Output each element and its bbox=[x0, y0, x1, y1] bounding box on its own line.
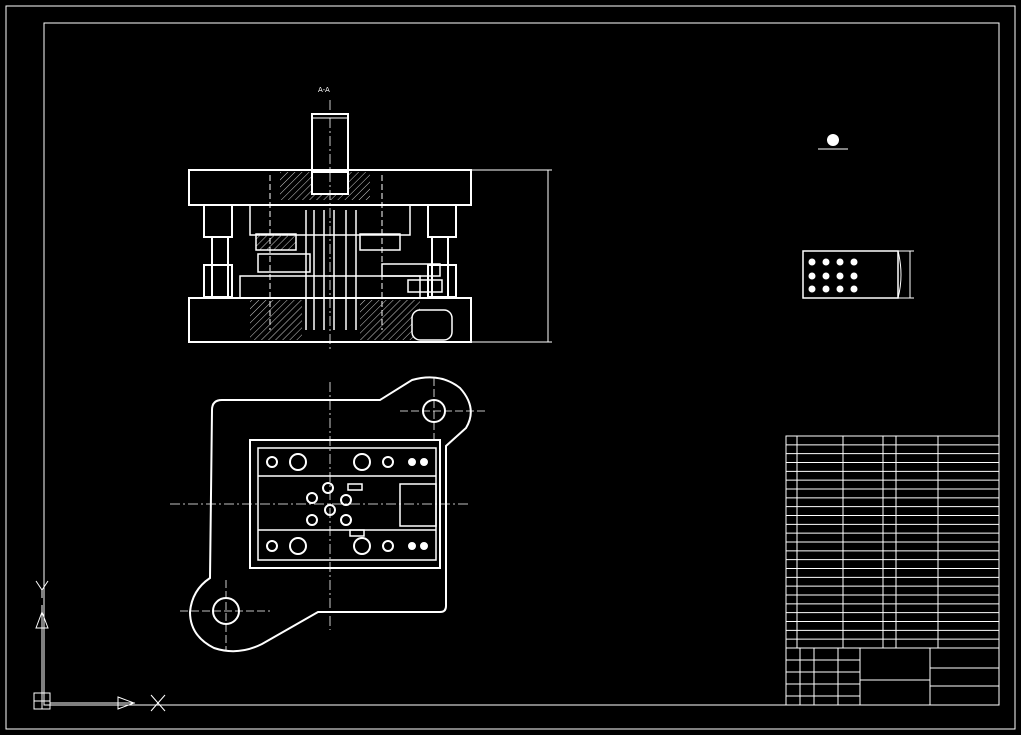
inner-frame bbox=[43, 22, 1000, 706]
ucs-axis-icon bbox=[33, 580, 166, 712]
bottom-plate-hatch-left bbox=[250, 300, 302, 340]
title-block bbox=[785, 647, 1000, 706]
bottom-plate-hatch-right bbox=[360, 300, 420, 340]
section-label: A-A bbox=[318, 86, 330, 94]
front-section-view: A-A bbox=[188, 86, 552, 350]
punch-plate-hatch bbox=[256, 234, 296, 250]
outer-frame bbox=[5, 5, 1016, 730]
part-view bbox=[802, 134, 914, 299]
plan-view bbox=[170, 376, 486, 653]
bom-table bbox=[785, 435, 1000, 649]
